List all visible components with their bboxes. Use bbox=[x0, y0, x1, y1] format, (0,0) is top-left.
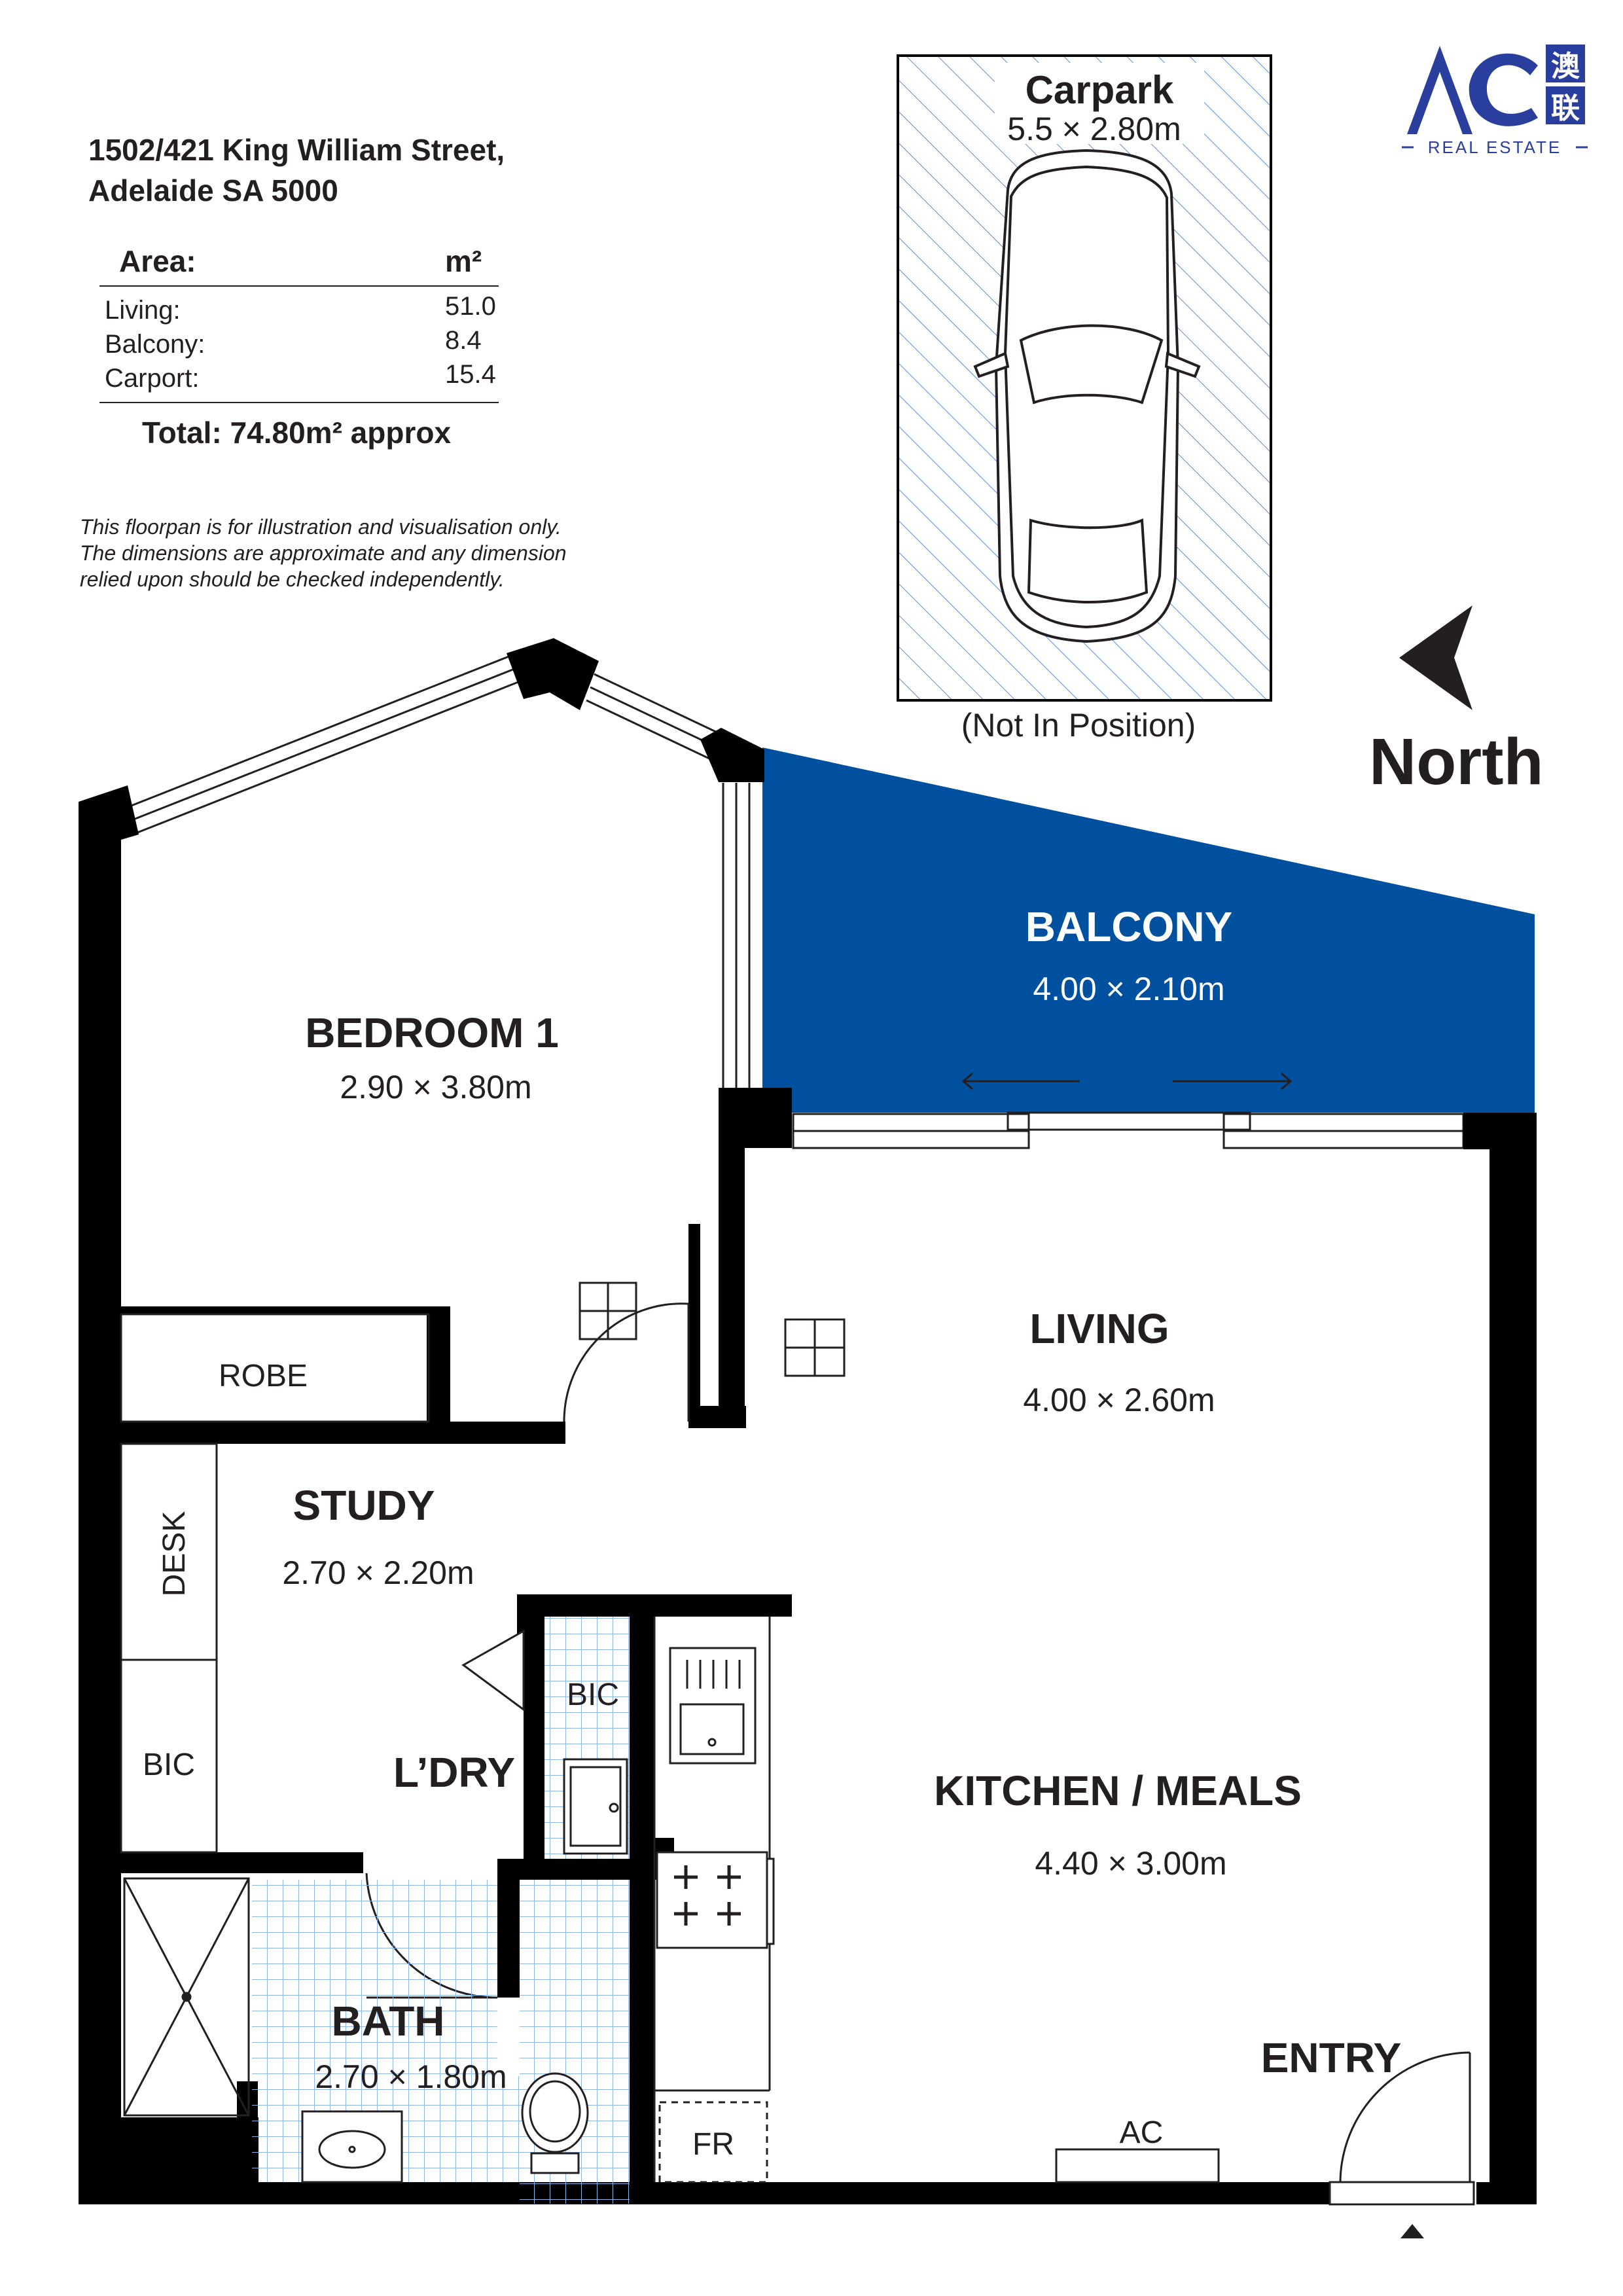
compass-label: North bbox=[1369, 725, 1544, 798]
car-icon bbox=[973, 149, 1201, 643]
cooktop-icon bbox=[656, 1851, 775, 1949]
disclaimer-line: The dimensions are approximate and any d… bbox=[80, 541, 567, 565]
laundry-name: L’DRY bbox=[393, 1749, 515, 1796]
study-bic-label: BIC bbox=[143, 1748, 195, 1782]
disclaimer-line: This floorpan is for illustration and vi… bbox=[80, 515, 562, 539]
disclaimer-line: relied upon should be checked independen… bbox=[80, 567, 505, 591]
walls bbox=[79, 638, 1537, 2204]
logo-subtitle: REAL ESTATE bbox=[1428, 137, 1561, 157]
carpark-title: Carpark bbox=[1026, 68, 1174, 112]
area-total: Total: 74.80m² approx bbox=[99, 403, 499, 450]
area-row: Balcony: 8.4 bbox=[99, 325, 499, 359]
carpark-dims: 5.5 × 2.80m bbox=[1007, 111, 1181, 147]
air-conditioner: AC bbox=[1055, 2115, 1220, 2183]
balcony-dims: 4.00 × 2.10m bbox=[1033, 971, 1224, 1007]
balcony-area bbox=[762, 747, 1535, 1113]
bath-name: BATH bbox=[332, 1998, 445, 2045]
ac-label: AC bbox=[1120, 2115, 1164, 2150]
bedroom1-name: BEDROOM 1 bbox=[305, 1009, 559, 1056]
sliding-door-arrows bbox=[961, 1072, 1293, 1090]
area-table: Area: m² Living: 51.0 Balcony: 8.4 Carpo… bbox=[99, 242, 499, 450]
area-row-value: 15.4 bbox=[445, 360, 496, 389]
toilet-icon bbox=[521, 2072, 589, 2174]
windows bbox=[129, 655, 1465, 1149]
fridge-label: FR bbox=[692, 2127, 734, 2162]
area-row-label: Carport: bbox=[105, 364, 200, 393]
light-fitting-icon bbox=[579, 1282, 637, 1340]
area-row-label: Living: bbox=[105, 296, 181, 325]
robe-label: ROBE bbox=[219, 1359, 308, 1393]
study-name: STUDY bbox=[293, 1482, 435, 1529]
study-dims: 2.70 × 2.20m bbox=[282, 1554, 474, 1591]
bath-tiles bbox=[252, 1880, 497, 2076]
light-fitting-icon bbox=[784, 1318, 846, 1377]
area-row-value: 51.0 bbox=[445, 292, 496, 321]
balcony-name: BALCONY bbox=[1026, 903, 1232, 950]
living-name: LIVING bbox=[1029, 1305, 1169, 1352]
kitchen-name: KITCHEN / MEALS bbox=[934, 1767, 1302, 1814]
north-arrow-icon bbox=[1399, 605, 1472, 710]
area-total-text: Total: 74.80m² approx bbox=[142, 416, 452, 450]
laundry-bic-label: BIC bbox=[567, 1677, 619, 1712]
bath-tiles bbox=[520, 1880, 630, 2204]
laundry-tub-icon bbox=[563, 1758, 628, 1855]
carpark-note: (Not In Position) bbox=[961, 707, 1196, 744]
agency-logo: 澳 联 REAL ESTATE bbox=[1402, 45, 1588, 157]
area-header-unit: m² bbox=[445, 244, 482, 278]
entry-name: ENTRY bbox=[1261, 2034, 1402, 2081]
doors bbox=[365, 1302, 1475, 2206]
shower-icon bbox=[123, 1877, 250, 2117]
area-header-label: Area: bbox=[119, 244, 196, 278]
area-table-header: Area: m² bbox=[99, 242, 499, 287]
bedroom1-dims: 2.90 × 3.80m bbox=[340, 1069, 531, 1105]
logo-chinese-box bbox=[1546, 45, 1585, 82]
address-line-1: 1502/421 King William Street, bbox=[88, 133, 505, 167]
study-bic: BIC bbox=[120, 1659, 218, 1854]
robe: ROBE bbox=[120, 1313, 430, 1423]
logo-chinese-box bbox=[1546, 86, 1585, 124]
property-address: 1502/421 King William Street, Adelaide S… bbox=[88, 130, 505, 211]
area-row-label: Balcony: bbox=[105, 330, 205, 359]
basin-icon bbox=[301, 2110, 403, 2183]
bath-dims: 2.70 × 1.80m bbox=[315, 2058, 507, 2095]
fridge-space: FR bbox=[658, 2101, 768, 2183]
logo-letter-c bbox=[1469, 53, 1538, 126]
area-row-value: 8.4 bbox=[445, 326, 482, 355]
desk-label: DESK bbox=[157, 1511, 192, 1597]
living-dims: 4.00 × 2.60m bbox=[1023, 1382, 1215, 1418]
north-compass: North bbox=[1369, 605, 1544, 798]
area-row: Living: 51.0 bbox=[99, 291, 499, 325]
desk: DESK bbox=[120, 1443, 218, 1661]
carpark: Carpark 5.5 × 2.80m (Not In Position) bbox=[897, 54, 1272, 744]
logo-chinese-char: 联 bbox=[1551, 92, 1580, 124]
area-row: Carport: 15.4 bbox=[99, 359, 499, 393]
kitchen-bench bbox=[653, 1617, 771, 2182]
disclaimer: This floorpan is for illustration and vi… bbox=[80, 514, 643, 592]
address-line-2: Adelaide SA 5000 bbox=[88, 173, 338, 207]
kitchen-dims: 4.40 × 3.00m bbox=[1035, 1845, 1226, 1882]
logo-chinese-char: 澳 bbox=[1551, 50, 1580, 82]
entry-marker-icon bbox=[1400, 2224, 1424, 2238]
sink-icon bbox=[669, 1647, 757, 1765]
